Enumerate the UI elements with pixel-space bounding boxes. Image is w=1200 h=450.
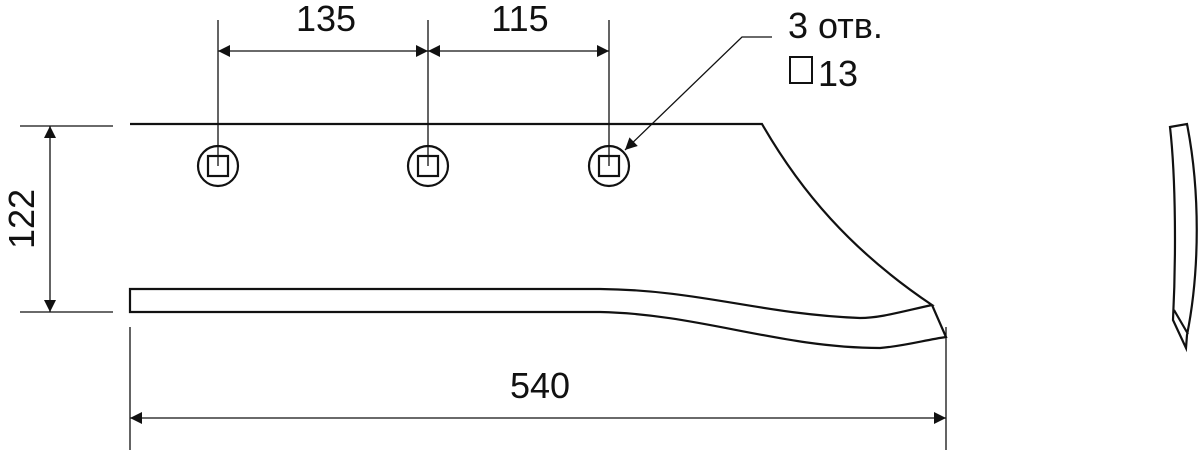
hole-size-label: 13 bbox=[818, 53, 858, 94]
square-icon bbox=[789, 56, 813, 84]
dim-135-label: 135 bbox=[296, 0, 356, 39]
dim-115-label: 115 bbox=[491, 0, 548, 39]
holes-count-label: 3 отв. bbox=[788, 5, 883, 46]
blade-outline bbox=[128, 122, 948, 350]
dim-122-label: 122 bbox=[1, 189, 42, 249]
dim-540-label: 540 bbox=[510, 365, 570, 406]
side-profile bbox=[1168, 122, 1198, 353]
leader-line bbox=[624, 36, 772, 151]
